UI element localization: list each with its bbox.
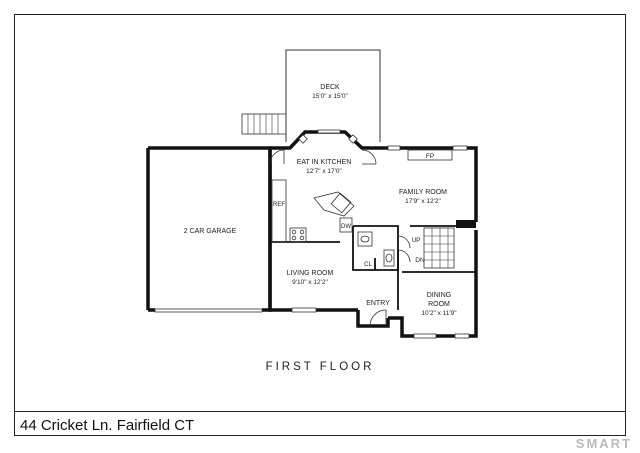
up-label: UP (411, 237, 420, 244)
dining-dims: 10'2" x 11'9" (421, 310, 457, 317)
deck-dims: 15'0" x 15'0" (312, 93, 348, 100)
windows (291, 145, 470, 339)
bay-window (298, 129, 358, 144)
fireplace (407, 149, 453, 161)
living-label: LIVING ROOM (287, 270, 334, 277)
watermark-logo: SMART (575, 436, 632, 451)
caption-divider (14, 411, 626, 412)
drawing-frame (14, 14, 626, 436)
kitchen-label: EAT IN KITCHEN (297, 159, 352, 166)
family-label: FAMILY ROOM (399, 189, 447, 196)
property-address: 44 Cricket Ln. Fairfield CT (20, 417, 195, 434)
stairs (423, 220, 476, 269)
deck-label: DECK (320, 84, 340, 91)
dining-label: DINING (427, 292, 452, 299)
dn-label: DN (415, 257, 425, 264)
family-dims: 17'9" x 12'2" (405, 198, 441, 205)
bath-fixtures (357, 231, 395, 267)
entry-label: ENTRY (366, 300, 390, 307)
garage-label: 2 CAR GARAGE (184, 228, 237, 235)
room-labels: DECK 15'0" x 15'0" EAT IN KITCHEN 12'7" … (184, 84, 458, 317)
ref-label: REF (273, 202, 285, 208)
dw-label: DW (341, 224, 351, 230)
kitchen-dims: 12'7" x 17'0" (306, 168, 342, 175)
cl-label: CL (364, 262, 372, 268)
doors (269, 149, 411, 327)
floor-title: FIRST FLOOR (265, 361, 375, 373)
deck (241, 49, 381, 142)
living-dims: 9'10" x 12'2" (292, 279, 328, 286)
fixture-labels: REF DW CL FP UP DN (273, 153, 434, 268)
fp-label: FP (426, 153, 434, 160)
dining-label-2: ROOM (428, 301, 450, 308)
kitchen-fixtures (271, 179, 355, 243)
house-walls (268, 130, 478, 338)
